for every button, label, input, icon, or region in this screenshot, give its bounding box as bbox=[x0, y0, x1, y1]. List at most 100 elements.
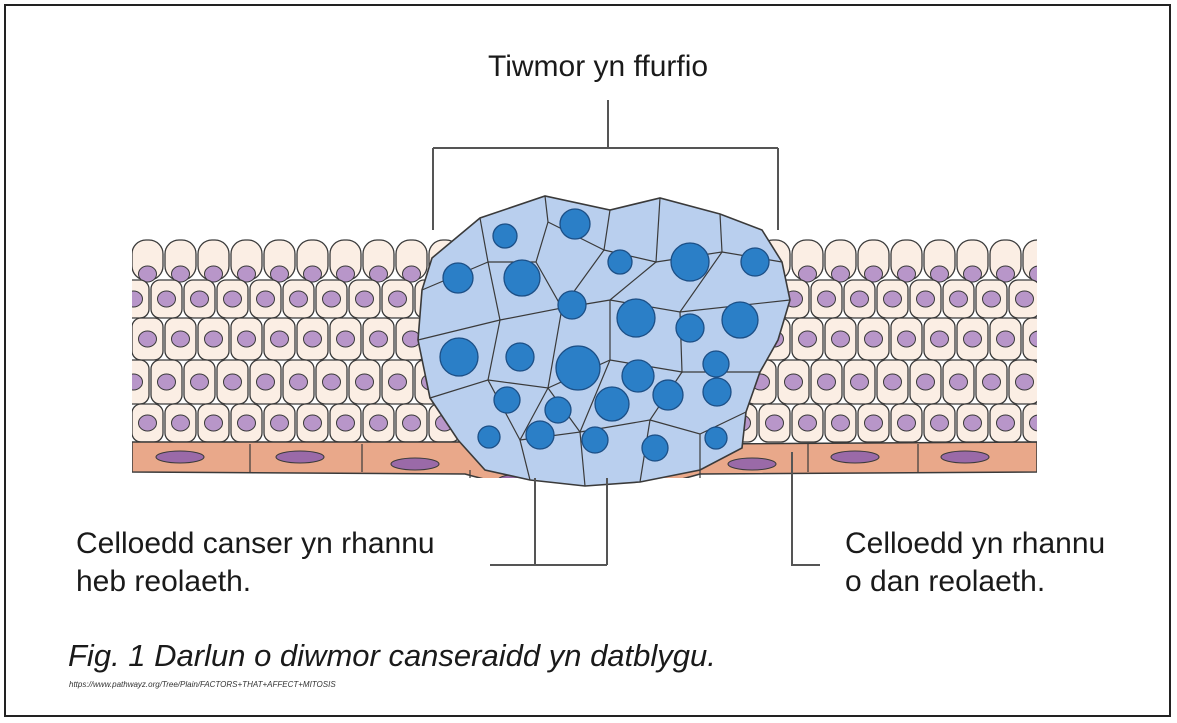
tumor-cell-nucleus bbox=[703, 378, 731, 406]
normal-cell-nucleus bbox=[389, 374, 407, 390]
normal-cell-nucleus bbox=[1016, 374, 1034, 390]
tumor-cell-nucleus bbox=[526, 421, 554, 449]
normal-cell-nucleus bbox=[304, 415, 322, 431]
normal-cell bbox=[1023, 318, 1054, 360]
basal-cell-nucleus bbox=[831, 451, 879, 463]
tumor-cell-nucleus bbox=[493, 224, 517, 248]
normal-cell-nucleus bbox=[851, 374, 869, 390]
normal-cell-nucleus bbox=[865, 415, 883, 431]
tumor-cell-nucleus bbox=[617, 299, 655, 337]
tumor-cell-nucleus bbox=[622, 360, 654, 392]
normal-cell-nucleus bbox=[271, 415, 289, 431]
normal-cell-nucleus bbox=[323, 291, 341, 307]
normal-cell-nucleus bbox=[323, 374, 341, 390]
normal-cell-nucleus bbox=[257, 291, 275, 307]
normal-cell-nucleus bbox=[158, 291, 176, 307]
tumor-cell-nucleus bbox=[705, 427, 727, 449]
normal-cell-nucleus bbox=[238, 331, 256, 347]
tumor-label: Tiwmor yn ffurfio bbox=[488, 48, 708, 86]
tumor-cell-nucleus bbox=[741, 248, 769, 276]
normal-cell-nucleus bbox=[191, 374, 209, 390]
basal-cell-nucleus bbox=[941, 451, 989, 463]
normal-cell-nucleus bbox=[191, 291, 209, 307]
normal-cell-nucleus bbox=[832, 415, 850, 431]
tumor-cell-nucleus bbox=[545, 397, 571, 423]
normal-cell-nucleus bbox=[884, 374, 902, 390]
normal-cell-nucleus bbox=[205, 331, 223, 347]
tumor-mass bbox=[418, 196, 790, 486]
tumor-cell-nucleus bbox=[556, 346, 600, 390]
normal-cell-nucleus bbox=[917, 374, 935, 390]
tumor-cell-nucleus bbox=[443, 263, 473, 293]
basal-cell-nucleus bbox=[276, 451, 324, 463]
normal-cell-nucleus bbox=[370, 415, 388, 431]
normal-cell-nucleus bbox=[950, 291, 968, 307]
normal-cell-nucleus bbox=[898, 415, 916, 431]
normal-cell-nucleus bbox=[172, 331, 190, 347]
source-url: https://www.pathwayz.org/Tree/Plain/FACT… bbox=[69, 680, 336, 689]
tumor-cell-nucleus bbox=[642, 435, 668, 461]
normal-cell-nucleus bbox=[818, 291, 836, 307]
tumor-cell-nucleus bbox=[560, 209, 590, 239]
normal-cell-nucleus bbox=[370, 331, 388, 347]
normal-cell-nucleus bbox=[389, 291, 407, 307]
normal-cells-label-line-1: Celloedd yn rhannu bbox=[845, 525, 1105, 563]
normal-cells-label: Celloedd yn rhannu o dan reolaeth. bbox=[845, 525, 1105, 601]
normal-cell-nucleus bbox=[290, 374, 308, 390]
normal-cell-nucleus bbox=[851, 291, 869, 307]
tumor-cell-nucleus bbox=[703, 351, 729, 377]
normal-cell-nucleus bbox=[356, 291, 374, 307]
tumor-cell-nucleus bbox=[722, 302, 758, 338]
normal-cell-nucleus bbox=[125, 291, 143, 307]
normal-cell-nucleus bbox=[1016, 291, 1034, 307]
cancer-cells-label-line-2: heb reolaeth. bbox=[76, 563, 435, 601]
tumor-cell-nucleus bbox=[676, 314, 704, 342]
basal-cell-nucleus bbox=[156, 451, 204, 463]
normal-cell-nucleus bbox=[818, 374, 836, 390]
normal-cell-nucleus bbox=[205, 415, 223, 431]
normal-cell-nucleus bbox=[917, 291, 935, 307]
normal-cell-nucleus bbox=[766, 415, 784, 431]
normal-cell-nucleus bbox=[832, 331, 850, 347]
normal-cell-nucleus bbox=[337, 331, 355, 347]
tumor-cell-nucleus bbox=[506, 343, 534, 371]
normal-cell-nucleus bbox=[799, 331, 817, 347]
figure-caption: Fig. 1 Darlun o diwmor canseraidd yn dat… bbox=[68, 638, 716, 674]
tumor-cell-nucleus bbox=[494, 387, 520, 413]
tumor-cell-nucleus bbox=[478, 426, 500, 448]
normal-cells-label-line-2: o dan reolaeth. bbox=[845, 563, 1105, 601]
normal-cell-nucleus bbox=[983, 291, 1001, 307]
normal-cell-nucleus bbox=[931, 331, 949, 347]
normal-cell-nucleus bbox=[898, 331, 916, 347]
tumor-cell-nucleus bbox=[595, 387, 629, 421]
tumor-cell-nucleus bbox=[582, 427, 608, 453]
normal-cell-nucleus bbox=[931, 415, 949, 431]
normal-cell-nucleus bbox=[238, 415, 256, 431]
normal-cell-nucleus bbox=[271, 331, 289, 347]
tumor-cell-nucleus bbox=[671, 243, 709, 281]
normal-cell-nucleus bbox=[964, 331, 982, 347]
normal-cell-nucleus bbox=[337, 415, 355, 431]
normal-cell-nucleus bbox=[356, 374, 374, 390]
tumor-cell-nucleus bbox=[608, 250, 632, 274]
normal-cell-nucleus bbox=[1030, 415, 1048, 431]
normal-cell-nucleus bbox=[257, 374, 275, 390]
cancer-cells-label: Celloedd canser yn rhannu heb reolaeth. bbox=[76, 525, 435, 601]
normal-cell-nucleus bbox=[158, 374, 176, 390]
normal-cell-nucleus bbox=[964, 415, 982, 431]
cancer-cells-label-line-1: Celloedd canser yn rhannu bbox=[76, 525, 435, 563]
normal-cell-nucleus bbox=[950, 374, 968, 390]
normal-cell-nucleus bbox=[865, 331, 883, 347]
tumor-cell-nucleus bbox=[653, 380, 683, 410]
normal-cell-nucleus bbox=[785, 374, 803, 390]
normal-cell-nucleus bbox=[224, 374, 242, 390]
tumor-cell-nucleus bbox=[504, 260, 540, 296]
normal-cell-nucleus bbox=[172, 415, 190, 431]
normal-cell-nucleus bbox=[403, 415, 421, 431]
tumor-cell-nucleus bbox=[558, 291, 586, 319]
basal-cell-nucleus bbox=[391, 458, 439, 470]
cancer-cells-leader-line bbox=[490, 478, 607, 565]
normal-cell-nucleus bbox=[304, 331, 322, 347]
normal-cell-nucleus bbox=[224, 291, 242, 307]
